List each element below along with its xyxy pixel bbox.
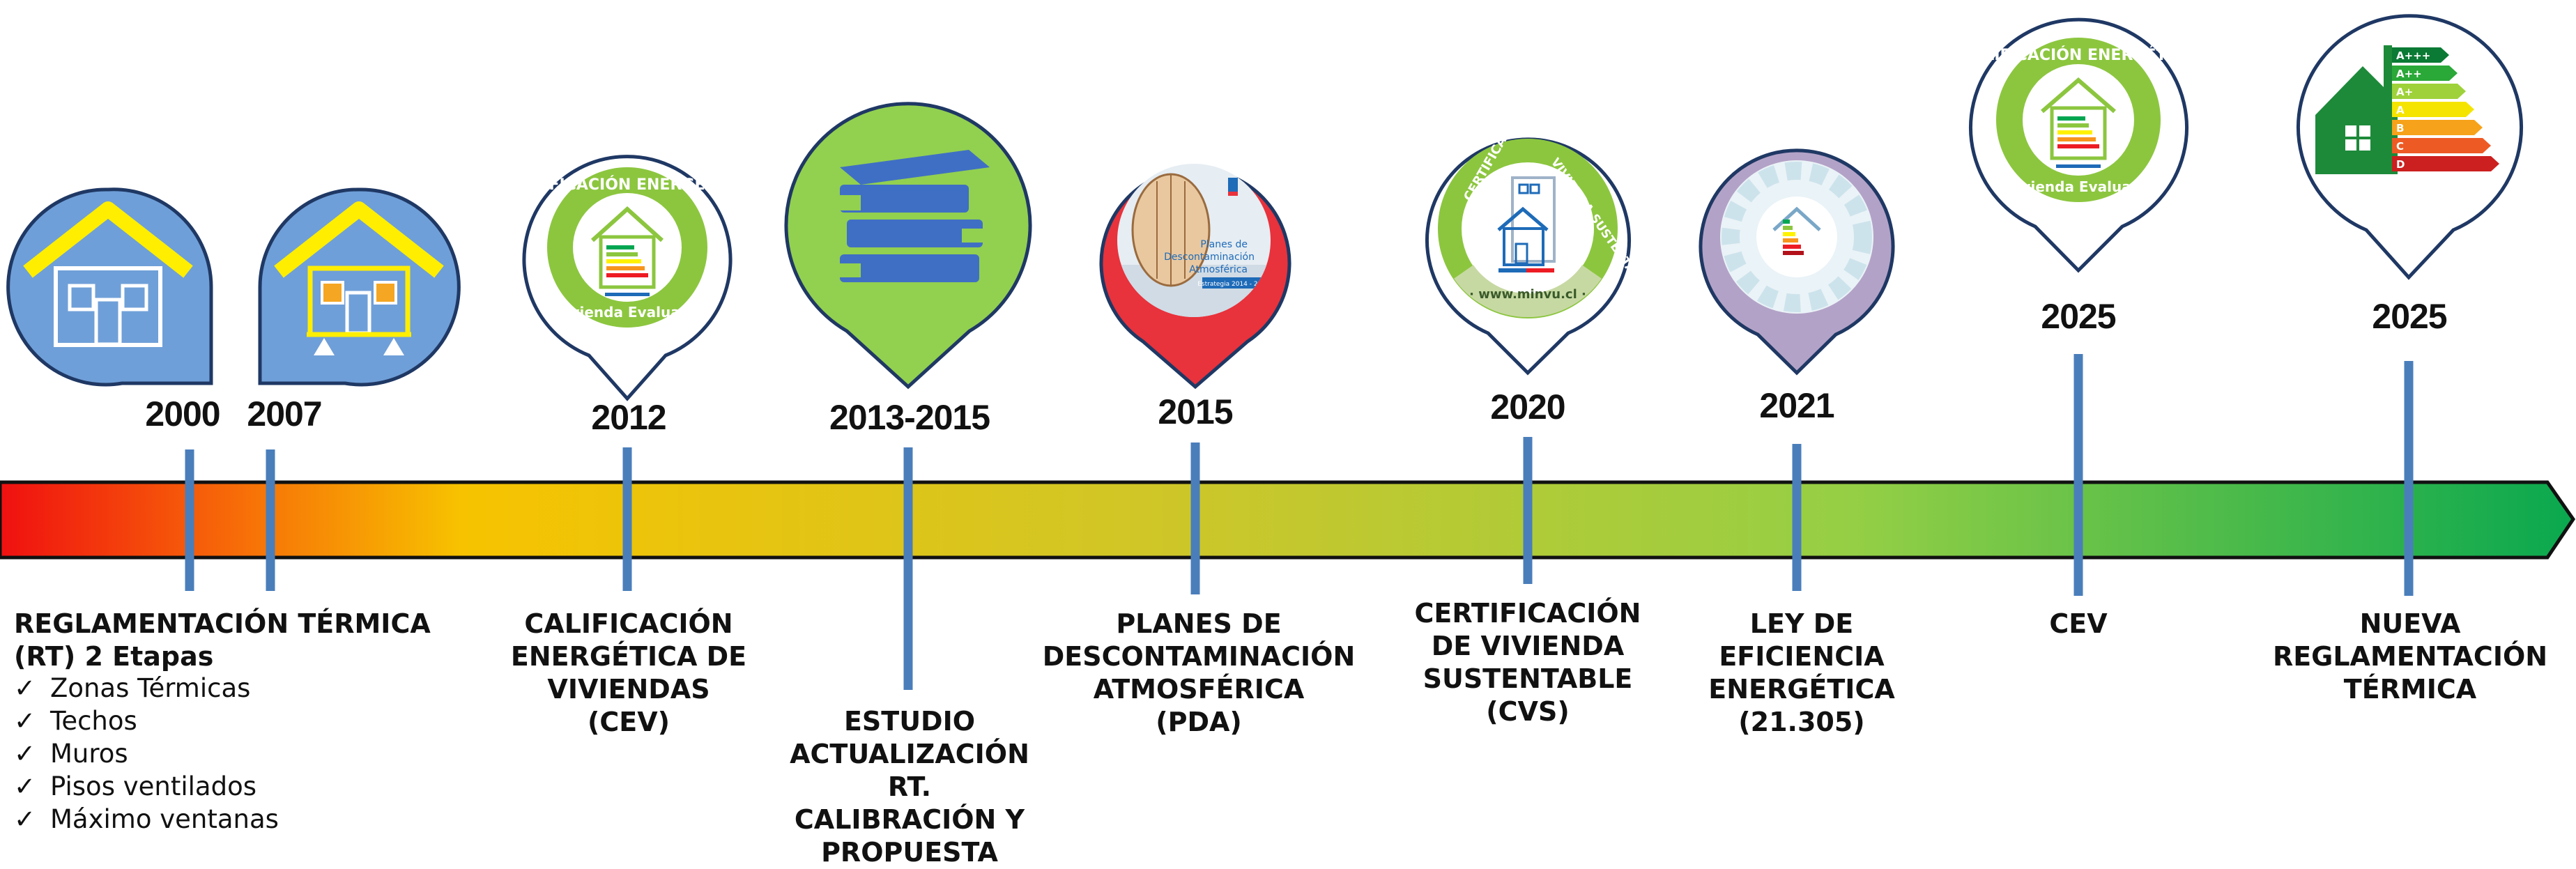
pin-2021-ley <box>1699 148 1895 376</box>
check-icon: ✓ <box>14 771 36 801</box>
energy-rating-seal-icon: CALIFICACIÓN ENERGÉTICA Vivienda Evaluad… <box>1961 38 2195 202</box>
energy-class-bar <box>2392 120 2483 135</box>
check-icon: ✓ <box>14 739 36 769</box>
pda-text-1: Planes de <box>1200 239 1248 250</box>
timeline-ticks <box>185 354 2414 690</box>
check-icon: ✓ <box>14 706 36 736</box>
seal-bottom-text-2012: Vivienda Evaluada <box>555 304 699 321</box>
check-icon: ✓ <box>14 673 36 703</box>
energy-class-label: A+ <box>2396 86 2413 98</box>
rt-item: ✓Zonas Térmicas <box>14 673 251 703</box>
energy-class-bar <box>2392 102 2474 117</box>
energy-class-bar <box>2392 156 2499 171</box>
label-pda: PLANES DE DESCONTAMINACIÓN ATMOSFÉRICA (… <box>1042 608 1356 737</box>
label-estudio: ESTUDIO ACTUALIZACIÓN RT. CALIBRACIÓN Y … <box>790 706 1029 868</box>
label-ley-eficiencia: LEY DE EFICIENCIA ENERGÉTICA (21.305) <box>1708 608 1895 737</box>
year-2015: 2015 <box>1158 392 1233 431</box>
seal-bottom-text-2025: Vivienda Evaluada <box>2006 178 2150 195</box>
energy-class-label: D <box>2396 158 2405 171</box>
rt-item: ✓Máximo ventanas <box>14 804 279 834</box>
energy-class-label: B <box>2396 122 2404 134</box>
rt-item: ✓Pisos ventilados <box>14 771 256 801</box>
year-2021: 2021 <box>1759 386 1834 425</box>
label-cvs: CERTIFICACIÓN DE VIVIENDA SUSTENTABLE (C… <box>1414 598 1641 727</box>
seal-top-text-2012: CALIFICACIÓN ENERGÉTICA <box>510 176 744 194</box>
rt-item: ✓Techos <box>14 706 137 736</box>
pin-2012-cev: CALIFICACIÓN ENERGÉTICA Vivienda Evaluad… <box>510 155 744 401</box>
energy-class-label: C <box>2396 140 2404 153</box>
energy-gear-icon <box>1720 160 1873 314</box>
year-2000: 2000 <box>145 394 220 433</box>
house-icon <box>23 201 193 347</box>
pin-2020-cvs: CERTIFICACIÓN VIVIENDA SUSTENTABLE · www… <box>1425 103 1653 376</box>
year-2007: 2007 <box>247 394 322 433</box>
check-icon: ✓ <box>14 804 36 834</box>
timeline-arrow <box>0 480 2576 560</box>
label-cev-2025: CEV <box>2049 608 2108 639</box>
books-icon <box>840 150 990 282</box>
pin-2015-pda: Planes de Descontaminación Atmosférica E… <box>1099 164 1291 390</box>
pda-text-3: Atmosférica <box>1189 264 1248 275</box>
year-2025-nueva-rt: 2025 <box>2372 297 2447 336</box>
year-2020: 2020 <box>1490 387 1565 426</box>
energy-class-bar <box>2392 84 2466 99</box>
cvs-bottom-text: · www.minvu.cl · <box>1469 287 1586 302</box>
label-nueva-rt: NUEVA REGLAMENTACIÓN TÉRMICA <box>2272 608 2548 705</box>
energy-class-label: A++ <box>2396 68 2422 80</box>
rt-item: ✓Muros <box>14 739 128 769</box>
energy-class-bar <box>2392 138 2491 153</box>
year-2025-cev: 2025 <box>2041 297 2116 336</box>
label-reglamentacion-termica: REGLAMENTACIÓN TÉRMICA (RT) 2 Etapas <box>14 608 431 672</box>
label-cev-2012: CALIFICACIÓN ENERGÉTICA DE VIVIENDAS (CE… <box>510 608 747 737</box>
energy-class-bar <box>2392 66 2458 81</box>
year-2012: 2012 <box>591 398 666 437</box>
pin-2013-2015-books <box>784 102 1032 390</box>
seal-top-text-2025: CALIFICACIÓN ENERGÉTICA <box>1961 46 2195 64</box>
pda-text-2: Descontaminación <box>1164 252 1255 263</box>
energy-class-label: A+++ <box>2396 49 2430 62</box>
pin-2007-house <box>258 187 461 387</box>
pin-2000-house <box>6 187 213 387</box>
energy-class-label: A <box>2396 104 2405 116</box>
year-2013-2015: 2013-2015 <box>829 398 990 437</box>
energy-class-bar <box>2392 47 2449 63</box>
pin-2025-cev: CALIFICACIÓN ENERGÉTICA Vivienda Evaluad… <box>1961 17 2195 273</box>
rt-items-list: ✓Zonas Térmicas ✓Techos ✓Muros ✓Pisos ve… <box>14 672 279 836</box>
pda-text-4: Estrategia 2014 - 2018 <box>1197 281 1270 288</box>
energy-rating-seal-icon: CALIFICACIÓN ENERGÉTICA Vivienda Evaluad… <box>510 167 744 328</box>
house-balance-icon <box>274 201 444 355</box>
